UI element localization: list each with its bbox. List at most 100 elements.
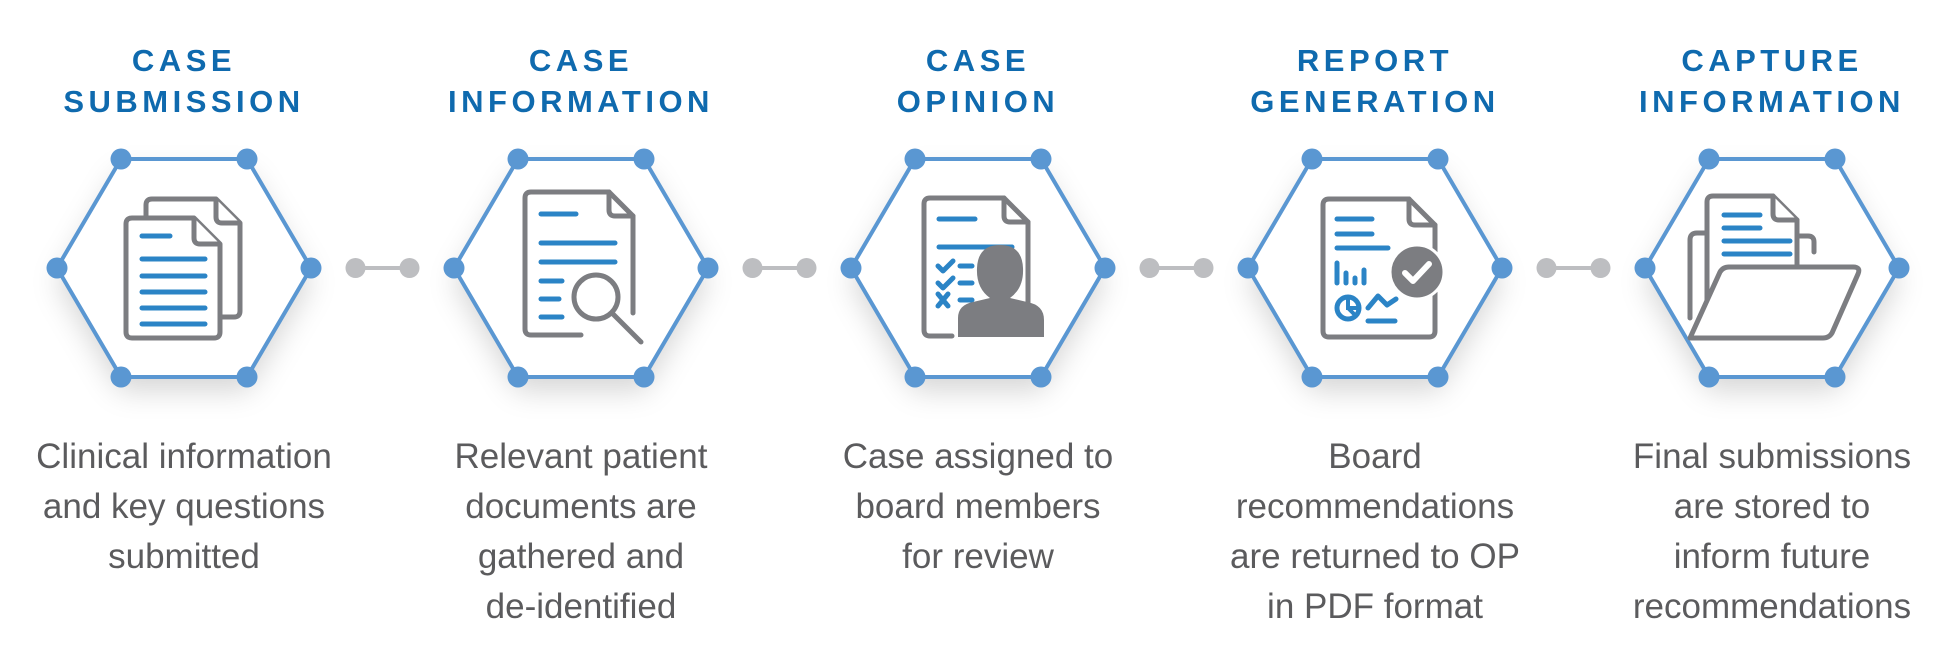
title-line: CAPTURE (1681, 43, 1863, 78)
hexagon-vertex-dot (697, 257, 719, 279)
hexagon-vertex-dot (633, 148, 655, 170)
hexagon-vertex-dot (110, 366, 132, 388)
connector-dot (1193, 258, 1214, 278)
person-silhouette-icon (958, 245, 1044, 337)
title-line: REPORT (1296, 43, 1454, 78)
hexagon-vertex-dot (1698, 148, 1720, 170)
page-fold (1770, 193, 1800, 223)
hexagon-vertex-dot (1094, 257, 1116, 279)
connector-dot (1536, 258, 1557, 278)
desc-line: Board (1328, 437, 1422, 476)
step-description: Case assigned to board members for revie… (788, 432, 1168, 582)
hexagon-vertex-dot (110, 148, 132, 170)
step-hexagon (1634, 148, 1910, 388)
check-mark-icon (1402, 261, 1432, 284)
x-mark-icon (935, 291, 951, 309)
document-checklist-person-icon (921, 195, 1044, 339)
folder-document-icon (1687, 193, 1862, 341)
desc-line: gathered and (477, 537, 685, 576)
check-badge (1388, 243, 1446, 301)
connector-dot (399, 258, 420, 278)
desc-line: de-identified (485, 587, 677, 626)
page-fold (606, 189, 636, 219)
step-case-information: CASE INFORMATION Relevant patient docume… (391, 0, 771, 645)
page-fold (213, 199, 240, 226)
pie-slices (1346, 297, 1359, 318)
step-hexagon (1237, 148, 1513, 388)
title-line: CASE (528, 43, 634, 78)
check-mark-icon (935, 275, 956, 291)
page (1320, 196, 1438, 340)
folder-tab (1794, 233, 1817, 255)
desc-line: in PDF format (1267, 587, 1483, 626)
desc-line: recommendations (1235, 487, 1515, 526)
hexagon-vertex-dot (1491, 257, 1513, 279)
document-search-icon (522, 189, 644, 345)
folder-front (1687, 264, 1862, 341)
title-line: INFORMATION (448, 84, 714, 119)
connector (1536, 258, 1611, 278)
step-hexagon (443, 148, 719, 388)
page (921, 195, 1031, 339)
connector (345, 258, 420, 278)
step-description: Board recommendations are returned to OP… (1185, 432, 1565, 632)
title-line: INFORMATION (1639, 84, 1905, 119)
step-title: REPORT GENERATION (1185, 40, 1565, 122)
step-description: Final submissions are stored to inform f… (1582, 432, 1957, 632)
step-case-submission: CASE SUBMISSION Clinical information and… (0, 0, 374, 645)
title-line: GENERATION (1250, 84, 1500, 119)
desc-line: Final submissions (1632, 437, 1912, 476)
step-case-opinion: CASE OPINION Case assigned to board memb… (788, 0, 1168, 645)
step-hexagon (46, 148, 322, 388)
step-capture-information: CAPTURE INFORMATION Final submissions ar… (1582, 0, 1957, 645)
hexagon-vertex-dot (1301, 148, 1323, 170)
hexagon-vertex-dot (1427, 366, 1449, 388)
connector-dot (1590, 258, 1611, 278)
title-line: SUBMISSION (63, 84, 305, 119)
desc-line: Clinical information (36, 437, 332, 476)
desc-line: and key questions (42, 487, 326, 526)
folder-back (1687, 230, 1710, 321)
magnifier-handle (609, 310, 644, 345)
step-title: CASE SUBMISSION (0, 40, 374, 122)
check-mark-icon (935, 258, 956, 274)
desc-line: documents are (465, 487, 697, 526)
hexagon-vertex-dot (904, 148, 926, 170)
hexagon-vertex-dot (236, 366, 258, 388)
page-fold (1406, 196, 1438, 228)
desc-line: inform future (1673, 537, 1871, 576)
desc-line: are returned to OP (1230, 537, 1520, 576)
hexagon-vertex-dot (300, 257, 322, 279)
hexagon-vertex-dot (507, 148, 529, 170)
hexagon-vertex-dot (443, 257, 465, 279)
hexagon-vertex-dot (1237, 257, 1259, 279)
connector-dot (1139, 258, 1160, 278)
hexagon-vertex-dot (633, 366, 655, 388)
desc-line: are stored to (1673, 487, 1871, 526)
title-line: OPINION (896, 84, 1060, 119)
step-report-generation: REPORT GENERATION Board recommendations … (1185, 0, 1565, 645)
hexagon-vertex-dot (1301, 366, 1323, 388)
report-approved-icon (1320, 196, 1446, 340)
page-fold (1001, 195, 1031, 225)
step-hexagon (840, 148, 1116, 388)
connector (1139, 258, 1214, 278)
connector-dot (742, 258, 763, 278)
hexagon-vertex-dot (904, 366, 926, 388)
step-title: CASE OPINION (788, 40, 1168, 122)
title-line: CASE (925, 43, 1031, 78)
hexagon-vertex-dot (46, 257, 68, 279)
step-description: Clinical information and key questions s… (0, 432, 374, 582)
step-title: CAPTURE INFORMATION (1582, 40, 1957, 122)
hexagon-vertex-dot (1698, 366, 1720, 388)
connector-dot (796, 258, 817, 278)
hexagon-vertex-dot (1824, 366, 1846, 388)
title-line: CASE (131, 43, 237, 78)
desc-line: submitted (108, 537, 260, 576)
hexagon-vertex-dot (507, 366, 529, 388)
desc-line: for review (902, 537, 1054, 576)
step-description: Relevant patient documents are gathered … (391, 432, 771, 632)
connector-dot (345, 258, 366, 278)
hexagon-vertex-dot (1888, 257, 1910, 279)
